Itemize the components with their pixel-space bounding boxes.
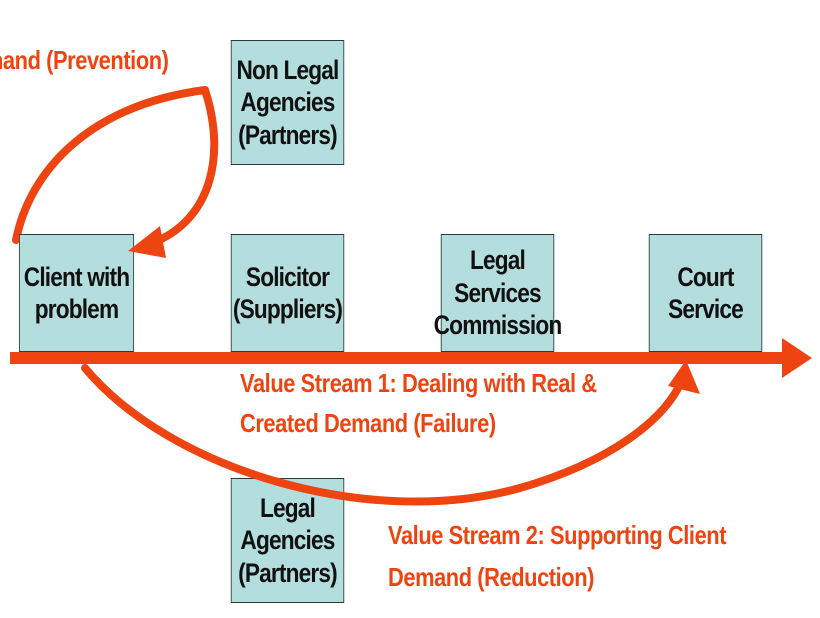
label-prevention: nand (Prevention) — [0, 45, 169, 75]
node-solicitor-label: Solicitor (Suppliers) — [232, 261, 343, 324]
node-legal-agencies: Legal Agencies (Partners) — [230, 478, 345, 603]
node-client-label: Client with problem — [23, 261, 130, 324]
prevention-loop-left — [12, 86, 209, 244]
node-legal-agencies-label: Legal Agencies (Partners) — [238, 492, 338, 588]
node-client-with-problem: Client with problem — [18, 234, 135, 352]
main-stream-line — [10, 352, 785, 364]
node-non-legal-agencies-label: Non Legal Agencies (Partners) — [236, 54, 339, 150]
node-court-label: Court Service — [668, 261, 744, 324]
node-legal-services-commission: Legal Services Commission — [434, 234, 562, 352]
label-value-stream-2: Value Stream 2: Supporting Client Demand… — [388, 520, 727, 592]
main-stream-arrowhead — [782, 338, 812, 378]
label-value-stream-1: Value Stream 1: Dealing with Real & Crea… — [240, 368, 597, 439]
node-lsc-label: Legal Services Commission — [433, 245, 563, 341]
node-court-service: Court Service — [648, 234, 763, 352]
node-non-legal-agencies: Non Legal Agencies (Partners) — [230, 40, 345, 165]
node-solicitor: Solicitor (Suppliers) — [230, 234, 345, 352]
